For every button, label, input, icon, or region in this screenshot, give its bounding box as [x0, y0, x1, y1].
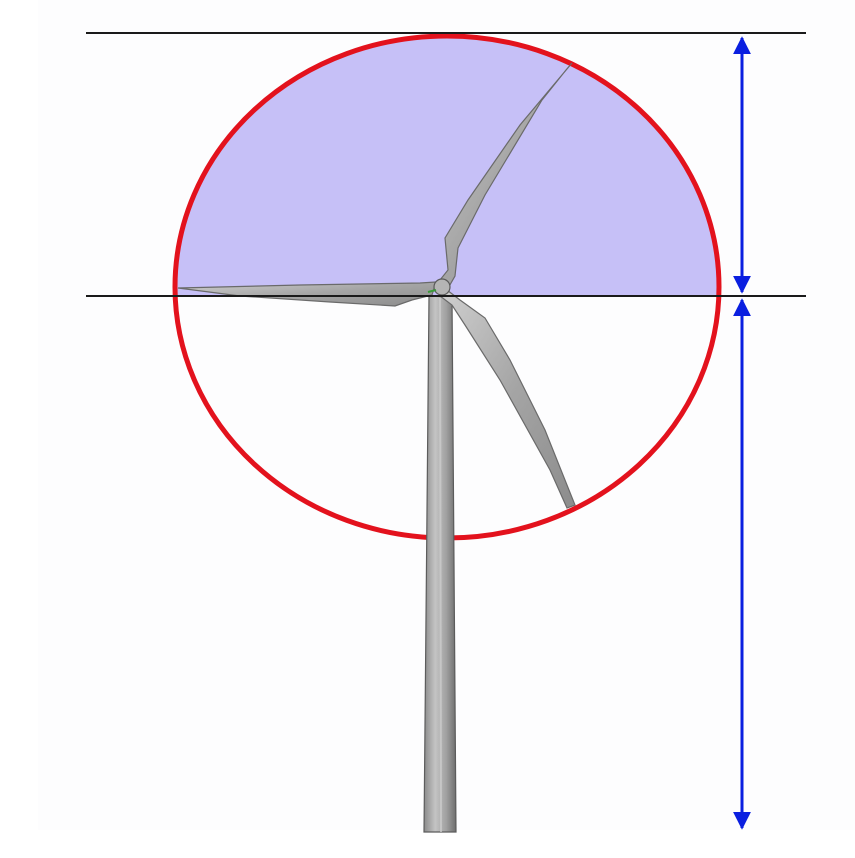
tower [423, 295, 457, 833]
blade-left [177, 281, 437, 307]
hub [433, 278, 451, 296]
blade-lower [439, 289, 576, 509]
blade-upper [435, 62, 573, 291]
upper-half-swept-area [175, 36, 719, 296]
rotor-blades [177, 62, 576, 509]
